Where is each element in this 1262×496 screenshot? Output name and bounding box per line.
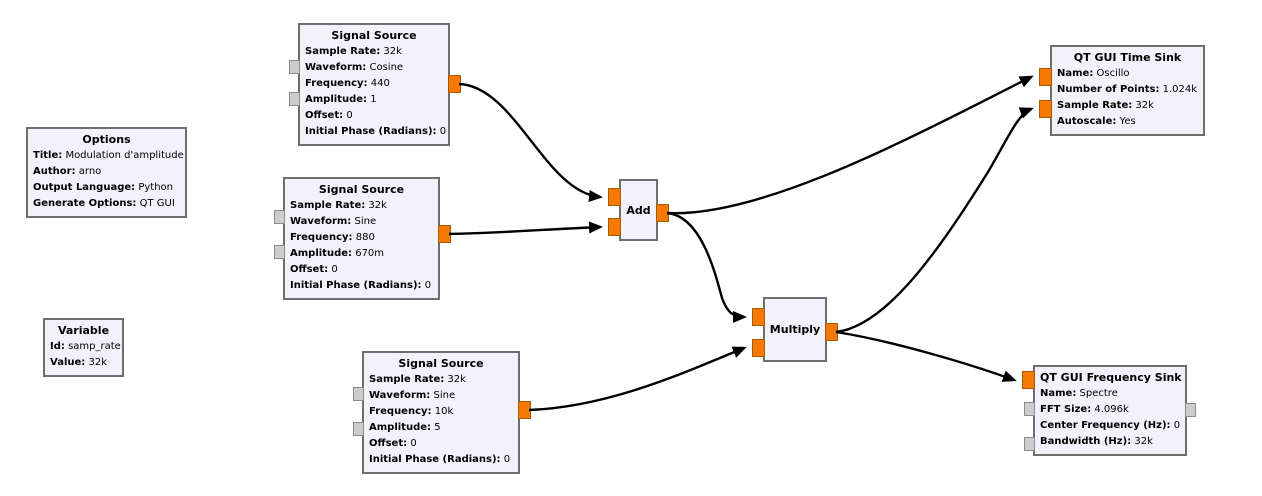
block-title: QT GUI Frequency Sink	[1040, 371, 1182, 384]
block-param: Frequency: 440	[305, 78, 390, 89]
block-title: Signal Source	[318, 183, 405, 196]
message-port[interactable]	[289, 92, 300, 106]
block-param: Amplitude: 1	[305, 94, 377, 105]
block-param: Waveform: Cosine	[305, 62, 404, 73]
wire-multiply-to-freqsink[interactable]	[835, 330, 1017, 382]
block-param: Amplitude: 670m	[290, 248, 385, 259]
block-param: Title: Modulation d'amplitude	[33, 150, 184, 161]
block-signal-source-sine-10k[interactable]: Signal Source Sample Rate: 32k Waveform:…	[353, 351, 531, 474]
block-param: Output Language: Python	[33, 182, 174, 193]
block-param: Name: Spectre	[1040, 388, 1118, 399]
wire-source880-to-add[interactable]	[448, 221, 603, 236]
block-qt-gui-time-sink[interactable]: QT GUI Time Sink Name: Oscillo Number of…	[1039, 45, 1205, 136]
message-port[interactable]	[1024, 402, 1035, 416]
block-title: Multiply	[769, 323, 821, 336]
wire-add-to-timesink[interactable]	[666, 75, 1034, 215]
wire-add-to-multiply[interactable]	[666, 211, 747, 323]
message-port[interactable]	[1185, 403, 1196, 417]
input-port[interactable]	[1039, 68, 1052, 86]
block-param: Bandwidth (Hz): 32k	[1040, 436, 1153, 447]
wire-source10k-to-multiply[interactable]	[528, 346, 747, 412]
block-param: Autoscale: Yes	[1057, 116, 1136, 127]
wire-source440-to-add[interactable]	[458, 82, 603, 202]
block-param: FFT Size: 4.096k	[1040, 404, 1129, 415]
input-port[interactable]	[608, 188, 621, 206]
block-param: Offset: 0	[369, 438, 417, 449]
block-param: Initial Phase (Radians): 0	[305, 126, 447, 137]
input-port[interactable]	[608, 218, 621, 236]
block-param: Amplitude: 5	[369, 422, 441, 433]
block-signal-source-sine-880[interactable]: Signal Source Sample Rate: 32k Waveform:…	[274, 177, 451, 300]
block-param: Sample Rate: 32k	[305, 46, 402, 57]
block-options[interactable]: Options Title: Modulation d'amplitude Au…	[26, 127, 187, 218]
block-param: Offset: 0	[305, 110, 353, 121]
block-title: Add	[626, 203, 651, 217]
block-param: Name: Oscillo	[1057, 68, 1130, 79]
message-port[interactable]	[353, 422, 364, 436]
block-param: Number of Points: 1.024k	[1057, 84, 1198, 95]
block-param: Sample Rate: 32k	[290, 200, 387, 211]
block-title: Signal Source	[331, 29, 417, 42]
message-port[interactable]	[274, 210, 285, 224]
block-param: Waveform: Sine	[290, 216, 377, 227]
block-title: Signal Source	[398, 357, 484, 370]
input-port[interactable]	[752, 339, 765, 357]
block-param: Offset: 0	[290, 264, 338, 275]
block-title: Variable	[57, 324, 110, 337]
message-port[interactable]	[353, 387, 364, 401]
input-port[interactable]	[1039, 100, 1052, 118]
block-param: Sample Rate: 32k	[1057, 100, 1154, 111]
block-param: Frequency: 10k	[369, 406, 454, 417]
block-param: Generate Options: QT GUI	[33, 198, 175, 209]
block-title: QT GUI Time Sink	[1073, 51, 1182, 64]
block-param: Sample Rate: 32k	[369, 374, 466, 385]
block-qt-gui-frequency-sink[interactable]: QT GUI Frequency Sink Name: Spectre FFT …	[1022, 365, 1196, 456]
message-port[interactable]	[289, 60, 300, 74]
block-param: Center Frequency (Hz): 0	[1040, 420, 1181, 431]
block-param: Initial Phase (Radians): 0	[369, 454, 511, 465]
block-add[interactable]: Add	[608, 179, 669, 241]
block-param: Frequency: 880	[290, 232, 375, 243]
message-port[interactable]	[274, 245, 285, 259]
block-signal-source-cosine-440[interactable]: Signal Source Sample Rate: 32k Waveform:…	[289, 23, 461, 146]
message-port[interactable]	[1024, 437, 1035, 451]
input-port[interactable]	[1022, 371, 1035, 389]
input-port[interactable]	[752, 308, 765, 326]
block-param: Id: samp_rate	[50, 341, 121, 352]
block-variable[interactable]: Variable Id: samp_rate Value: 32k	[43, 318, 124, 377]
block-title: Options	[82, 133, 131, 146]
block-param: Value: 32k	[50, 357, 107, 368]
block-param: Author: arno	[33, 166, 102, 177]
wire-multiply-to-timesink[interactable]	[835, 107, 1034, 334]
block-param: Waveform: Sine	[369, 390, 456, 401]
block-multiply[interactable]: Multiply	[752, 297, 838, 362]
block-param: Initial Phase (Radians): 0	[290, 280, 432, 291]
